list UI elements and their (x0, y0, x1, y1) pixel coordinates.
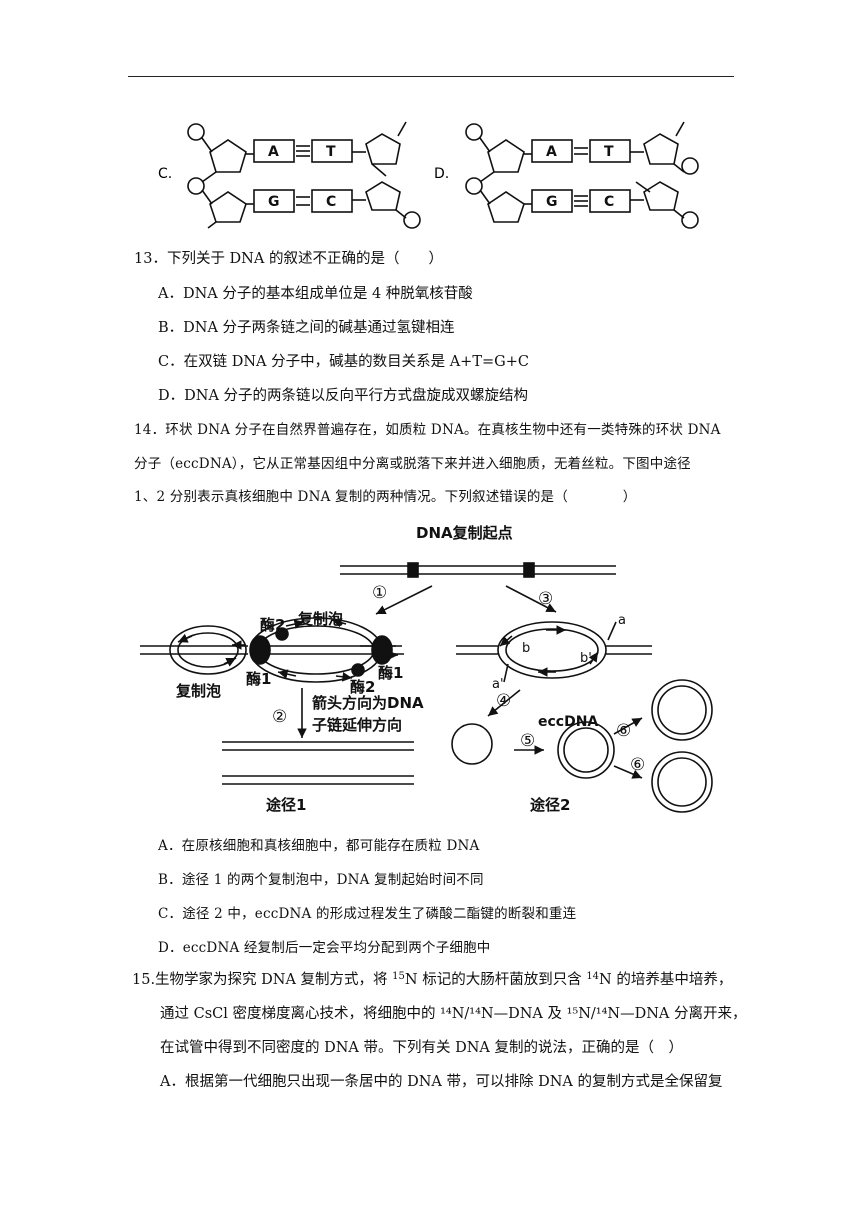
base-c-c: C (326, 194, 336, 210)
q15-option-a: A．根据第一代细胞只出现一条居中的 DNA 带，可以排除 DNA 的复制方式是全… (160, 1074, 723, 1090)
base-g-d: G (546, 194, 558, 210)
label-step5: ⑤ (520, 731, 535, 751)
base-c-d: C (604, 194, 614, 210)
label-bubble-top: 复制泡 (297, 610, 343, 628)
q15-stem-line3: 在试管中得到不同密度的 DNA 带。下列有关 DNA 复制的说法，正确的是（ ） (160, 1040, 684, 1056)
base-g-c: G (268, 194, 280, 210)
q15-stem-line2: 通过 CsCl 密度梯度离心技术，将细胞中的 ¹⁴N/¹⁴N—DNA 及 ¹⁵N… (160, 1006, 747, 1022)
label-a: a (618, 613, 626, 628)
q14-stem-line2: 分子（eccDNA），它从正常基因组中分离或脱落下来并进入细胞质，无着丝粒。下图… (134, 456, 691, 472)
q15-text-post: N 的培养基中培养， (599, 972, 733, 988)
label-arrow-note-1: 箭头方向为DNA (312, 694, 424, 712)
label-arrow-note-2: 子链延伸方向 (312, 716, 402, 734)
base-t-d: T (604, 144, 614, 160)
q15-text-mid: N 标记的大肠杆菌放到只含 (404, 972, 587, 988)
q15-text-pre: 15.生物学家为探究 DNA 复制方式，将 (132, 972, 393, 988)
q14-option-b: B．途径 1 的两个复制泡中，DNA 复制起始时间不同 (158, 872, 484, 888)
q14-stem-line1: 14．环状 DNA 分子在自然界普遍存在，如质粒 DNA。在真核生物中还有一类特… (134, 422, 721, 438)
dna-replication-figure: DNA复制起点 酶2 复制泡 复制泡 酶1 酶1 酶2 箭头方向为DNA 子链延… (140, 524, 713, 814)
q14-option-c: C．途径 2 中，eccDNA 的形成过程发生了磷酸二酯键的断裂和重连 (158, 906, 577, 922)
option-d-label: D. (434, 166, 449, 182)
q15-isotope-14: 14 (586, 971, 600, 982)
base-t-c: T (326, 144, 336, 160)
label-path1: 途径1 (266, 796, 306, 814)
q13-option-d: D．DNA 分子的两条链以反向平行方式盘旋成双螺旋结构 (158, 388, 529, 404)
label-step6-lower: ⑥ (630, 755, 645, 775)
base-a-c: A (268, 144, 279, 160)
label-a-prime: a' (492, 677, 504, 692)
label-step3: ③ (538, 589, 553, 609)
label-eccdna: eccDNA (538, 714, 598, 730)
q14-option-d: D．eccDNA 经复制后一定会平均分配到两个子细胞中 (158, 940, 491, 956)
q13-option-b: B．DNA 分子两条链之间的碱基通过氢键相连 (158, 320, 455, 336)
label-origin: DNA复制起点 (416, 524, 513, 542)
label-enzyme1-left: 酶1 (246, 670, 271, 688)
q13-option-c: C．在双链 DNA 分子中，碱基的数目关系是 A+T=G+C (158, 354, 529, 370)
q15-isotope-15: 15 (392, 971, 405, 982)
label-b: b (522, 641, 530, 656)
q15-stem-line1: 15.生物学家为探究 DNA 复制方式，将 15N 标记的大肠杆菌放到只含 14… (132, 968, 732, 989)
label-bubble-left: 复制泡 (175, 682, 221, 700)
q14-option-a: A．在原核细胞和真核细胞中，都可能存在质粒 DNA (158, 838, 480, 854)
label-enzyme1-right: 酶1 (378, 664, 403, 682)
base-a-d: A (546, 144, 557, 160)
header-rule (128, 76, 734, 77)
label-step2: ② (272, 707, 287, 727)
option-c-label: C. (158, 166, 172, 182)
label-step4: ④ (496, 691, 511, 711)
label-enzyme2-bottom: 酶2 (350, 678, 375, 696)
label-b-prime: b' (580, 651, 592, 666)
label-step6-upper: ⑥ (616, 721, 631, 741)
nucleotide-options-figure: A T G C A T G C C. D. (158, 121, 699, 229)
q13-stem: 13．下列关于 DNA 的叙述不正确的是（ ） (134, 251, 443, 267)
q13-option-a: A．DNA 分子的基本组成单位是 4 种脱氧核苷酸 (158, 286, 473, 302)
label-enzyme2-top: 酶2 (260, 616, 285, 634)
label-path2: 途径2 (530, 796, 570, 814)
q14-stem-line3: 1、2 分别表示真核细胞中 DNA 复制的两种情况。下列叙述错误的是（ ） (134, 489, 637, 505)
label-step1: ① (372, 583, 387, 603)
